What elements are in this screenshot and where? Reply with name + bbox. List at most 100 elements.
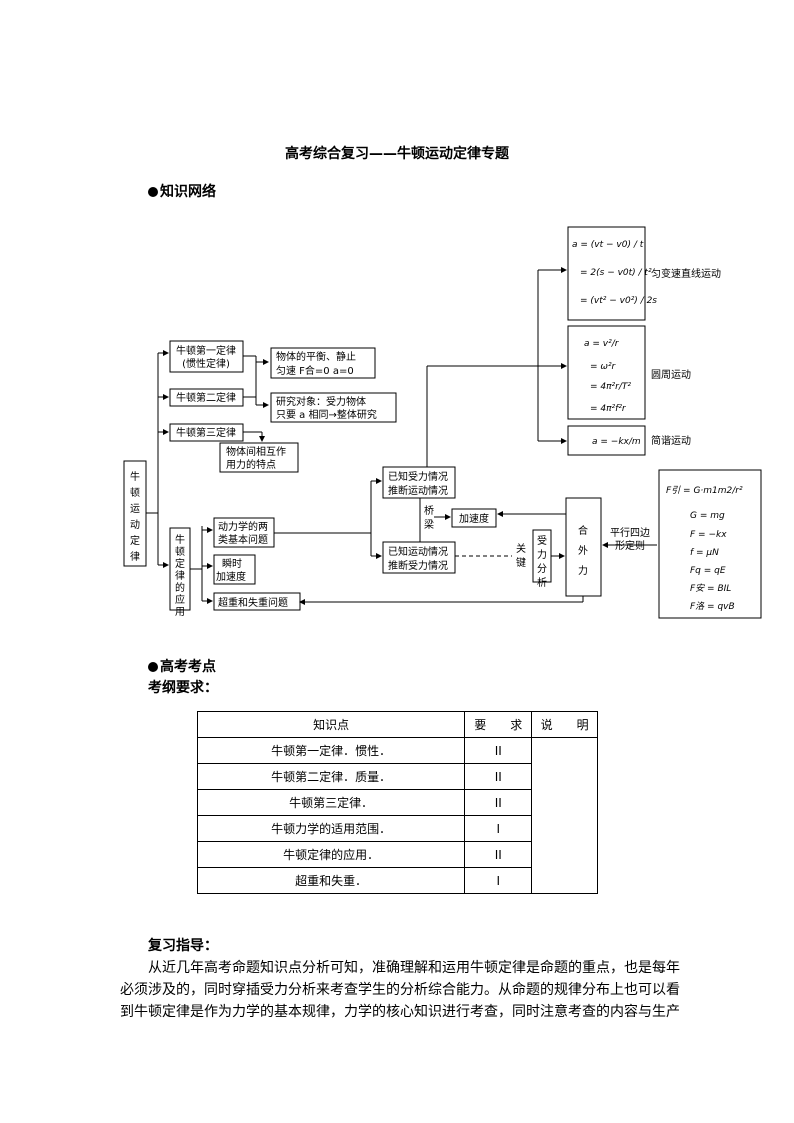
law2-label: 牛顿第二定律 [176, 391, 236, 404]
fa-char-3: 分 [537, 563, 547, 575]
header-requirement: 要 求 [464, 711, 533, 738]
f3-line: a = −kx/m [592, 437, 641, 447]
header-notes: 说 明 [531, 711, 598, 738]
law3-label: 牛顿第三定律 [176, 426, 236, 439]
bullet-icon [148, 187, 158, 197]
app-char-4: 律 [175, 569, 185, 582]
requirements-table: 知识点 要 求 说 明 牛顿第一定律．惯性． II 牛顿第二定律．质量． II … [196, 711, 598, 894]
root-char-2: 顿 [130, 486, 140, 499]
f1-line3: = (vt² − v0²) / 2s [580, 296, 657, 306]
app-char-7: 用 [175, 607, 185, 618]
app2-label-1: 瞬时 [222, 557, 242, 570]
force-7: F洛 = qvB [690, 601, 735, 612]
table-row: 牛顿定律的应用． II [196, 841, 598, 868]
forces-box [658, 469, 762, 619]
app-char-6: 应 [175, 593, 185, 606]
f2-line3: = 4π²r/T² [590, 382, 631, 392]
row-knowledge: 牛顿第一定律．惯性． [196, 737, 466, 764]
f1-line2: = 2(s − v0t) / t² [580, 268, 652, 278]
row-knowledge: 牛顿第二定律．质量． [196, 763, 466, 790]
f1-line1: a = (vt − v0) / t [572, 240, 644, 250]
app1-label-2: 类基本问题 [218, 533, 268, 546]
section-network-label: 知识网络 [160, 184, 216, 200]
force-6: F安 = BIL [690, 583, 731, 594]
known-force-2: 推断运动情况 [388, 484, 448, 497]
table-row: 超重和失重． I [196, 867, 598, 894]
app2-label-2: 加速度 [216, 570, 246, 583]
acceleration-label: 加速度 [459, 512, 489, 525]
app2-box [213, 554, 256, 585]
net-char-3: 力 [578, 564, 588, 577]
app3-label: 超重和失重问题 [218, 596, 288, 609]
key-char-1: 关 [516, 542, 526, 555]
motion2-label: 圆周运动 [651, 369, 691, 381]
fa-char-4: 析 [537, 576, 547, 589]
guide-line-3: 到牛顿定律是作为力学的基本规律，力学的核心知识进行考查，同时注意考查的内容与生产 [120, 1004, 680, 1020]
row-knowledge: 牛顿力学的适用范围． [196, 815, 466, 842]
formula1-box [567, 226, 646, 321]
row-level: II [464, 841, 533, 868]
acceleration-box [451, 508, 497, 528]
guide-line-2: 必须涉及的，同时穿插受力分析来考查学生的分析综合能力。从命题的规律分布上也可以看 [120, 982, 680, 998]
page-title: 高考综合复习——牛顿运动定律专题 [285, 146, 509, 162]
formula3-box [567, 425, 646, 456]
f2-line4: = 4π²f²r [590, 404, 627, 414]
known-force-1: 已知受力情况 [388, 470, 448, 483]
row-knowledge: 牛顿定律的应用． [196, 841, 466, 868]
parallelogram-1: 平行四边 [610, 526, 650, 539]
row-knowledge: 超重和失重． [196, 867, 466, 894]
app-char-2: 顿 [175, 545, 185, 558]
table-header-row: 知识点 要 求 说 明 [196, 711, 598, 738]
net-char-1: 合 [578, 524, 588, 537]
law2-desc-box [270, 392, 397, 423]
law1-label: 牛顿第一定律 [176, 344, 236, 357]
table-row: 牛顿第二定律．质量． II [196, 763, 598, 790]
fa-char-2: 力 [537, 548, 547, 561]
app1-label-1: 动力学的两 [218, 520, 268, 533]
law2-desc-1: 研究对象：受力物体 [276, 395, 366, 408]
guide-label: 复习指导： [148, 938, 218, 954]
section-exam-heading: 高考考点 [148, 656, 216, 676]
header-knowledge: 知识点 [196, 711, 466, 738]
formula2-box [567, 325, 646, 420]
app-char-1: 牛 [175, 533, 185, 546]
root-char-1: 牛 [130, 470, 140, 483]
fa-char-1: 受 [537, 535, 547, 547]
root-char-4: 动 [130, 519, 140, 531]
law3-desc-2: 用力的特点 [226, 458, 276, 471]
root-char-6: 律 [130, 550, 140, 563]
exam-req-label: 考纲要求： [148, 680, 218, 696]
known-motion-2: 推断受力情况 [388, 559, 448, 572]
bullet-icon [148, 662, 158, 672]
row-level: II [464, 789, 533, 816]
f2-line2: = ω²r [590, 362, 617, 372]
app-char-5: 的 [175, 581, 185, 594]
force-5: Fq = qE [690, 566, 726, 576]
key-char-2: 键 [516, 556, 526, 569]
known-force-box [382, 466, 456, 499]
knowledge-network-diagram: 牛 顿 运 动 定 律 牛顿第一定律 (惯性定律) 牛顿第二定律 牛顿第三定律 … [123, 226, 762, 619]
root-char-5: 定 [130, 534, 140, 547]
known-motion-box [382, 541, 456, 574]
row-level: II [464, 737, 533, 764]
row-level: I [464, 867, 533, 894]
known-motion-1: 已知运动情况 [388, 545, 448, 558]
law1-desc-1: 物体的平衡、静止 [276, 350, 356, 363]
force-2: G = mg [690, 511, 725, 521]
root-char-3: 运 [130, 503, 140, 515]
net-char-2: 外 [578, 545, 588, 557]
row-level: II [464, 763, 533, 790]
guide-line-1: 从近几年高考命题知识点分析可知，准确理解和运用牛顿定律是命题的重点，也是每年 [148, 960, 680, 976]
law2-desc-2: 只要 a 相同→整体研究 [276, 408, 377, 421]
app-char-3: 定 [175, 557, 185, 570]
f2-line1: a = v²/r [584, 339, 620, 349]
force-4: f = μN [690, 548, 719, 558]
guide-paragraph: 从近几年高考命题知识点分析可知，准确理解和运用牛顿定律是命题的重点，也是每年 必… [120, 957, 680, 1023]
law1-desc-box [270, 347, 376, 379]
section-exam-label: 高考考点 [160, 659, 216, 675]
table-row: 牛顿第一定律．惯性． II [196, 737, 598, 894]
notes-cell [531, 737, 598, 894]
law3-desc-box [219, 442, 299, 473]
motion1-label: 匀变速直线运动 [651, 267, 721, 280]
force-3: F = −kx [690, 530, 727, 540]
